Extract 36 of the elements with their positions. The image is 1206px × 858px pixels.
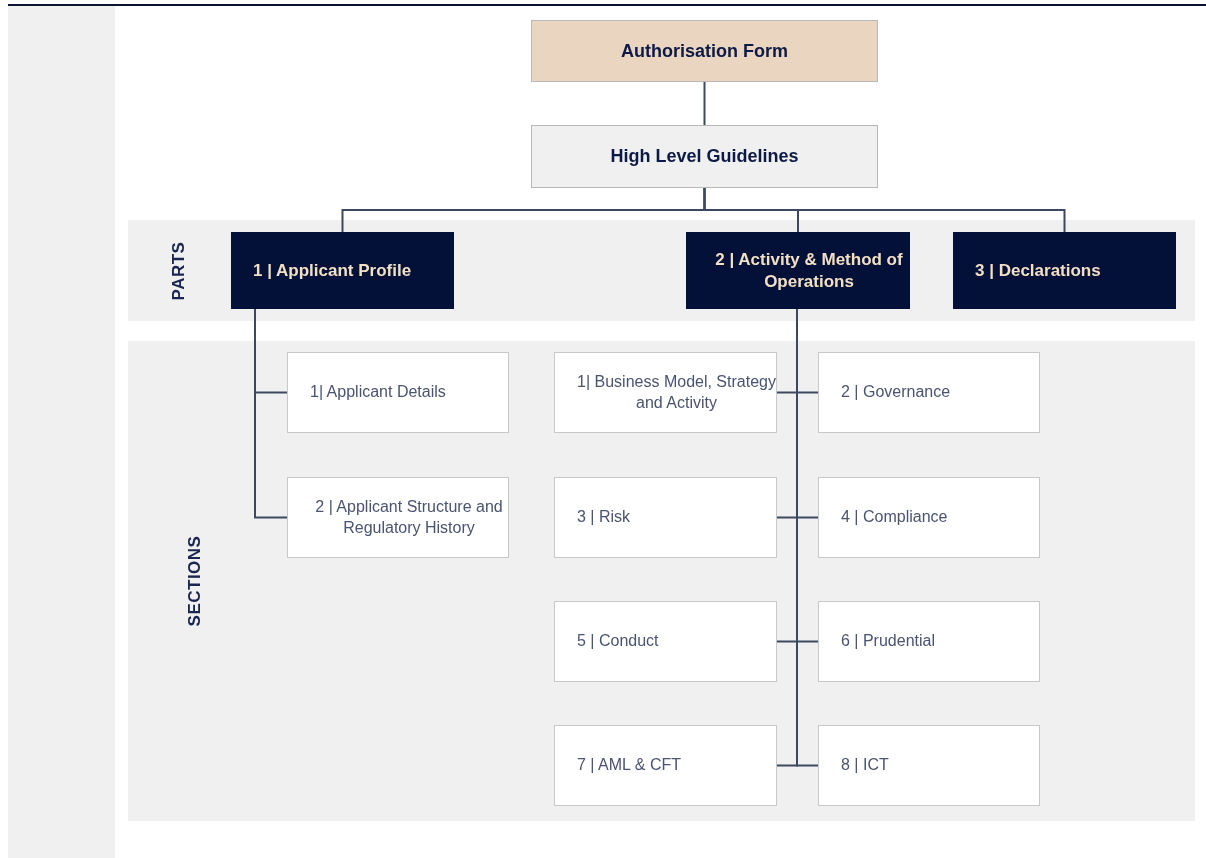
band-background [128, 220, 1195, 321]
part-box [231, 232, 454, 309]
section-box [554, 725, 777, 806]
box-label: 4 | Compliance [841, 507, 948, 528]
box-label: 2 | Activity & Method of Operations [714, 249, 904, 293]
title-box [531, 20, 878, 82]
box-label: 3 | Declarations [975, 259, 1101, 282]
connector-line [703, 187, 1066, 233]
box-label: 7 | AML & CFT [577, 755, 682, 776]
box-label: Authorisation Form [620, 40, 789, 62]
box-label: High Level Guidelines [609, 146, 800, 167]
box-label: 2 | Governance [841, 382, 951, 403]
connector-line [703, 81, 706, 126]
box-label: 1| Applicant Details [310, 382, 446, 403]
band-label: SECTIONS [185, 535, 206, 627]
box-label: 3 | Risk [577, 507, 631, 528]
band-label: PARTS [169, 241, 190, 300]
box-label: 8 | ICT [841, 755, 889, 776]
section-box [818, 477, 1040, 558]
box-label: 2 | Applicant Structure and Regulatory History [314, 496, 504, 538]
title-box [531, 125, 878, 188]
section-box [818, 725, 1040, 806]
box-label: 1 | Applicant Profile [253, 259, 412, 282]
section-box [554, 352, 777, 433]
section-box [554, 601, 777, 682]
box-label: 6 | Prudential [841, 631, 935, 652]
part-box [953, 232, 1176, 309]
box-label: 5 | Conduct [577, 631, 659, 652]
section-box [818, 352, 1040, 433]
band-background [128, 341, 1195, 821]
section-box [818, 601, 1040, 682]
section-box [287, 352, 509, 433]
section-box [554, 477, 777, 558]
part-box [686, 232, 910, 309]
section-box [287, 477, 509, 558]
box-label: 1| Business Model, Strategy and Activity [577, 371, 776, 413]
